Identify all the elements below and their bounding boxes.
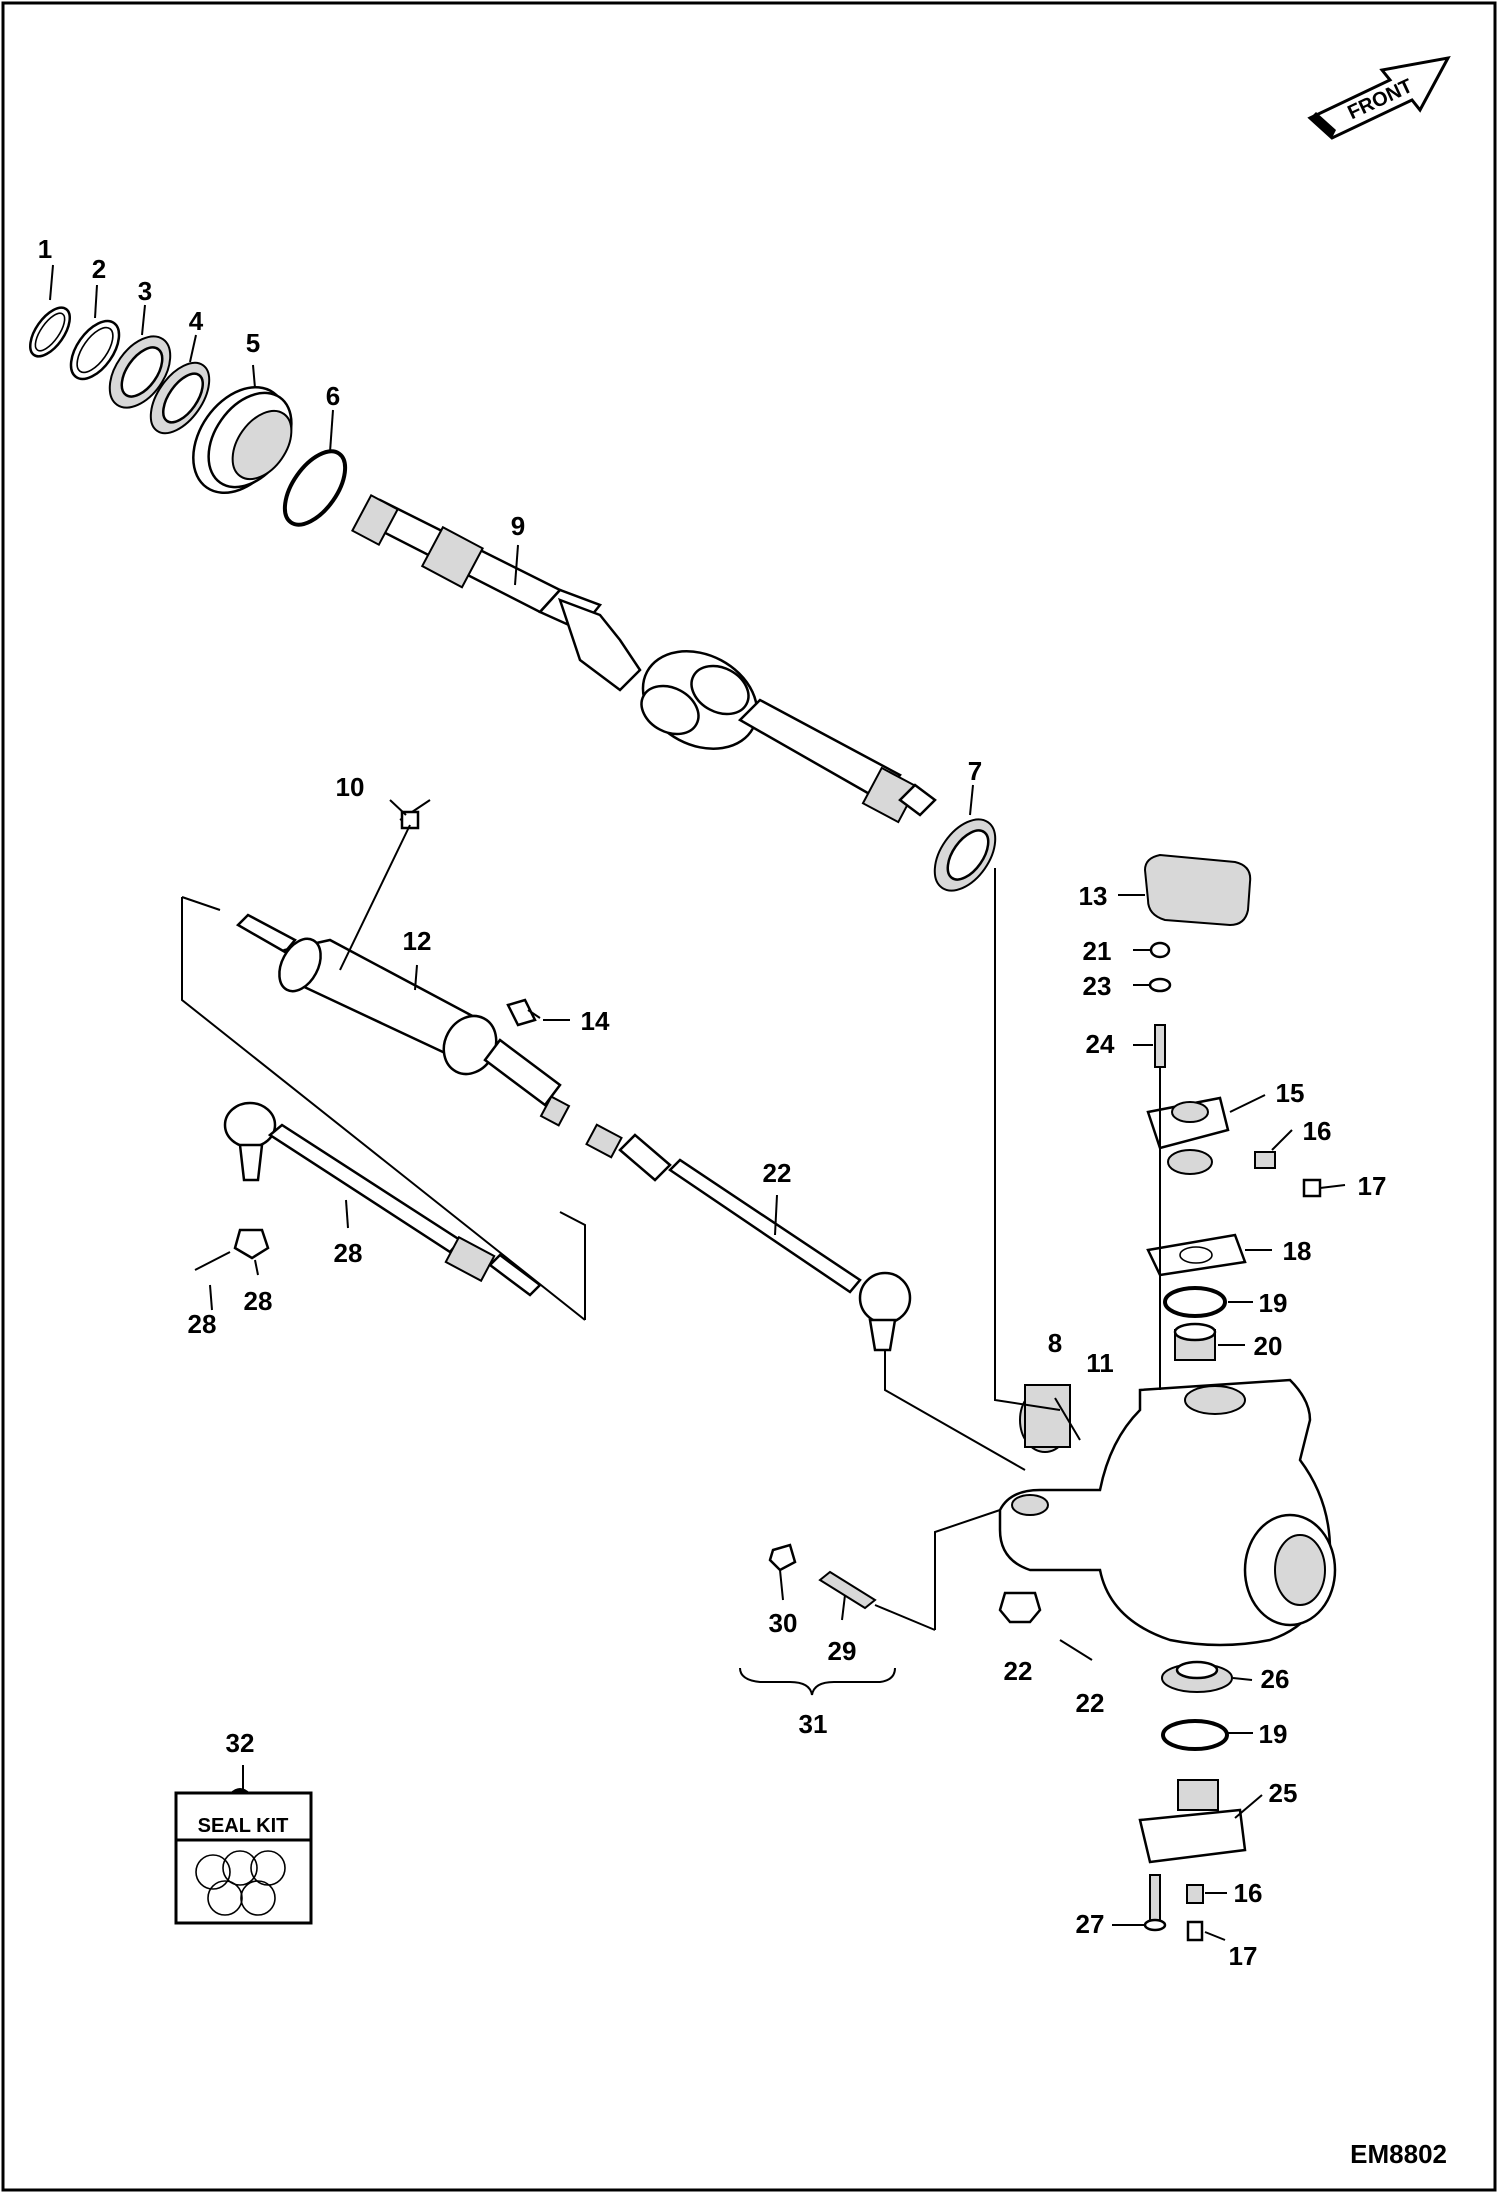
callout-26: 26 — [1261, 1664, 1290, 1694]
bearing-housing-5 — [192, 385, 293, 495]
snap-ring-1 — [29, 306, 71, 358]
cap-17-lower — [1186, 1920, 1204, 1942]
callout-22-pin: 22 — [1076, 1688, 1105, 1718]
washer-23 — [1148, 977, 1172, 993]
callout-17-upper: 17 — [1358, 1171, 1387, 1201]
kingpin-lower-25 — [1138, 1779, 1247, 1864]
callout-4: 4 — [189, 306, 204, 336]
front-arrow-icon: FRONT — [1307, 55, 1451, 140]
callout-12: 12 — [403, 926, 432, 956]
callout-18: 18 — [1283, 1236, 1312, 1266]
leader-lines — [49, 264, 1346, 1941]
callout-13: 13 — [1079, 881, 1108, 911]
front-label: FRONT — [1344, 75, 1416, 124]
callout-19-upper: 19 — [1259, 1288, 1288, 1318]
callout-27: 27 — [1076, 1909, 1105, 1939]
seal-kit-32: SEAL KIT — [174, 1788, 313, 1925]
callout-29: 29 — [828, 1636, 857, 1666]
snap-ring-2 — [69, 319, 121, 381]
callout-1: 1 — [38, 234, 52, 264]
kingpin-cap-15 — [1146, 1096, 1230, 1175]
grease-fitting-16-lower — [1186, 1884, 1204, 1904]
callout-19-lower: 19 — [1259, 1719, 1288, 1749]
callout-14: 14 — [581, 1006, 610, 1036]
seal-kit-label: SEAL KIT — [198, 1815, 289, 1837]
callout-32: 32 — [226, 1728, 255, 1758]
callout-10: 10 — [336, 772, 365, 802]
o-ring-6 — [282, 449, 348, 527]
callout-labels: 1 2 3 4 5 6 7 8 9 10 11 12 13 14 15 16 1… — [38, 234, 1447, 2169]
grease-fitting-10 — [399, 799, 431, 830]
stud-24 — [1154, 1024, 1166, 1068]
callout-11: 11 — [1086, 1348, 1114, 1378]
callout-17-lower: 17 — [1229, 1941, 1258, 1971]
bearing-26 — [1161, 1660, 1233, 1693]
callout-8: 8 — [1048, 1328, 1062, 1358]
tie-rod-22 — [585, 1123, 912, 1352]
callout-24: 24 — [1086, 1029, 1115, 1059]
axle-shaft-9 — [351, 493, 937, 824]
group-brace-31 — [739, 1667, 896, 1696]
bushing-20 — [1173, 1322, 1217, 1361]
shim-18 — [1146, 1233, 1247, 1277]
nut-21 — [1149, 941, 1171, 959]
callout-20: 20 — [1254, 1331, 1283, 1361]
tie-rod-28 — [194, 1101, 542, 1297]
grease-fitting-16-upper — [1254, 1151, 1276, 1169]
callout-28-pin: 28 — [188, 1309, 217, 1339]
seal-7 — [933, 818, 997, 892]
callout-28-nut: 28 — [244, 1286, 273, 1316]
callout-3: 3 — [138, 276, 152, 306]
o-ring-19-lower — [1161, 1719, 1229, 1751]
bushing-8 — [1019, 1384, 1071, 1453]
stud-29 — [818, 1570, 877, 1610]
callout-22-nut: 22 — [1004, 1656, 1033, 1686]
steering-knuckle-11 — [998, 1378, 1337, 1647]
callout-25: 25 — [1269, 1778, 1298, 1808]
nut-30 — [768, 1543, 797, 1572]
seal-4 — [149, 361, 211, 435]
o-ring-19-upper — [1163, 1286, 1227, 1318]
callout-7: 7 — [968, 756, 982, 786]
callout-6: 6 — [326, 381, 340, 411]
bolt-27 — [1143, 1874, 1167, 1932]
callout-15: 15 — [1276, 1078, 1305, 1108]
cap-17-upper — [1302, 1178, 1322, 1198]
steering-cylinder-12 — [235, 913, 571, 1127]
bearing-3 — [108, 335, 172, 409]
callout-16-upper: 16 — [1303, 1116, 1332, 1146]
cap-13 — [1143, 853, 1252, 927]
callout-2: 2 — [92, 254, 106, 284]
castle-nut-22 — [998, 1591, 1042, 1624]
callout-21: 21 — [1083, 936, 1112, 966]
figure-code: EM8802 — [1350, 2139, 1447, 2169]
callout-31: 31 — [799, 1709, 828, 1739]
bolt-14 — [506, 998, 541, 1027]
callout-30: 30 — [769, 1608, 798, 1638]
group-bracket-12-28 — [181, 896, 586, 1321]
callout-16-lower: 16 — [1234, 1878, 1263, 1908]
callout-22-tie-rod: 22 — [763, 1158, 792, 1188]
pin-22 — [1059, 1639, 1093, 1661]
callout-28-rod: 28 — [334, 1238, 363, 1268]
callout-5: 5 — [246, 328, 260, 358]
callout-9: 9 — [511, 511, 525, 541]
callout-23: 23 — [1083, 971, 1112, 1001]
